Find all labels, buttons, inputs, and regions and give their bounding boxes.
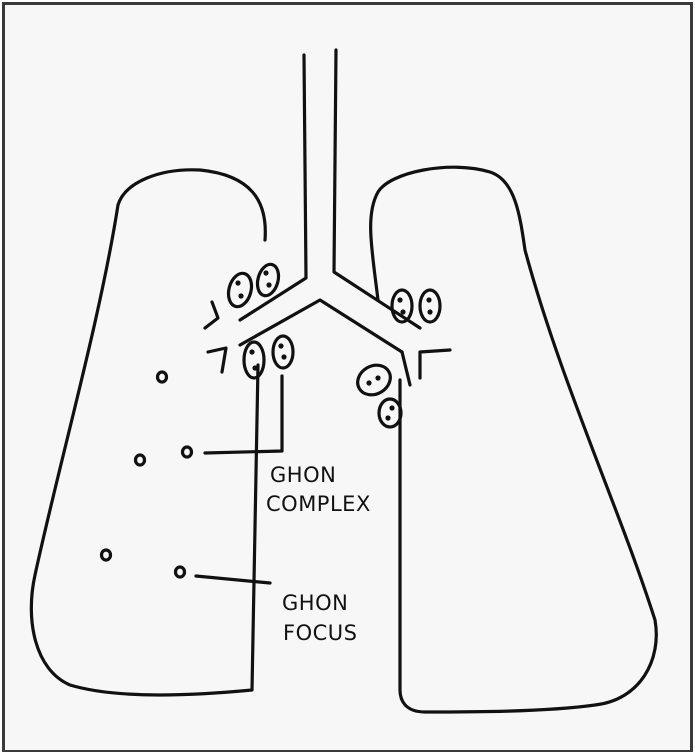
focus-complex: [183, 447, 192, 457]
ghon-focus-label-line1: GHON: [282, 591, 348, 615]
focus-1: [158, 372, 167, 382]
ghon-complex-leader-line: [205, 376, 282, 453]
right-lower-bronchus-stub: [208, 348, 226, 372]
left-lung-outline: [371, 167, 657, 712]
left-hilar-lymph-nodes: [352, 290, 440, 427]
ghon-foci: [102, 372, 192, 577]
ghon-complex-label-line2: COMPLEX: [266, 492, 371, 516]
right-upper-bronchus-stub: [205, 302, 218, 328]
ghon-complex-label-line1: GHON: [270, 463, 336, 487]
ghon-focus-leader-line: [196, 576, 270, 583]
bronchi-lower-wall: [240, 300, 402, 352]
ghon-focus-label-line2: FOCUS: [283, 621, 357, 645]
focus-ghon: [176, 567, 185, 577]
left-bronchus-stub-2: [402, 352, 410, 385]
focus-2: [136, 455, 145, 465]
right-lung-outline: [31, 170, 265, 695]
focus-3: [102, 550, 111, 560]
left-bronchus-stub: [420, 350, 450, 378]
